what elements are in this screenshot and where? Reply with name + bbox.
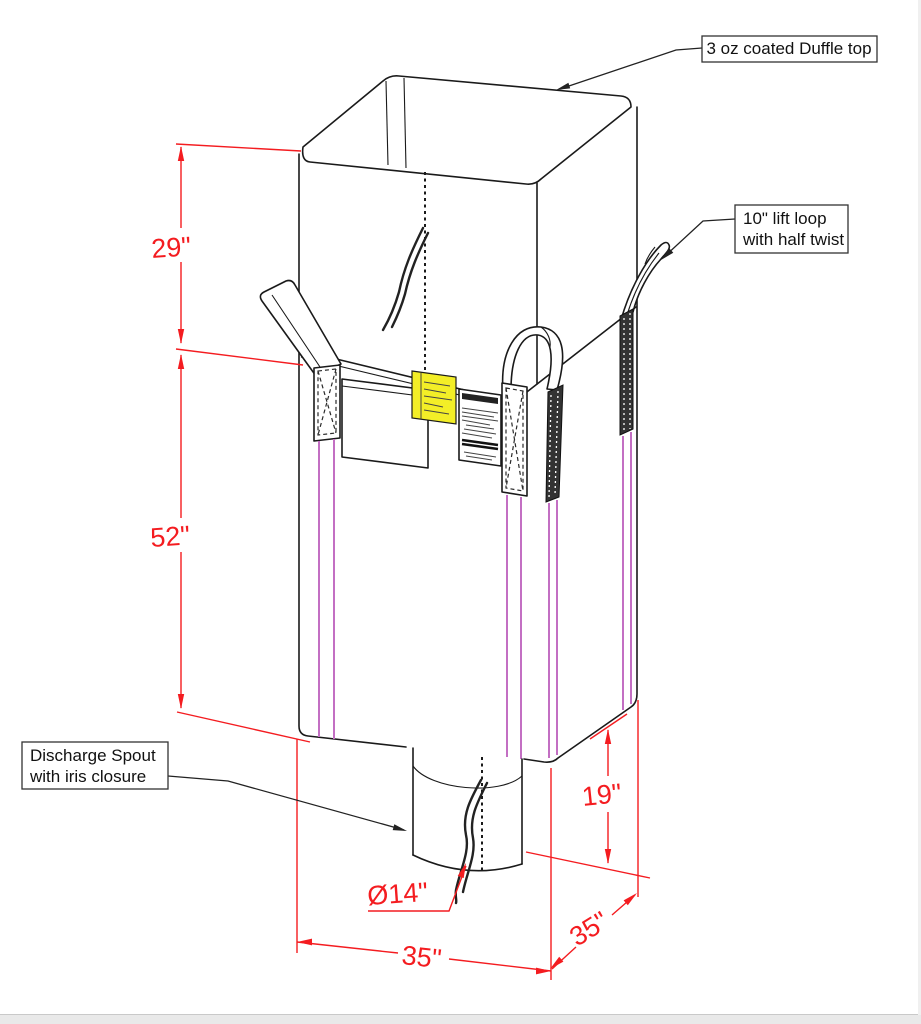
dimension-35-side: 35" xyxy=(550,700,639,970)
spout-tie-string-1 xyxy=(454,778,483,905)
strap-front-rightface xyxy=(545,384,564,503)
strap-front-rightface-stitch xyxy=(548,390,559,500)
window-bottom-hairline xyxy=(0,1014,921,1015)
document-pouch xyxy=(341,378,429,469)
dim29-value: 29" xyxy=(150,231,192,264)
callout-discharge-text-2: with iris closure xyxy=(29,767,146,786)
duffle-tie-string-2 xyxy=(390,231,430,329)
lift-loop-left xyxy=(259,279,342,377)
dimension-52: 52" xyxy=(149,354,311,743)
callout-discharge-arrow xyxy=(392,824,407,831)
callout-lift-loop: 10" lift loop with half twist xyxy=(661,204,849,260)
callout-discharge-text-1: Discharge Spout xyxy=(30,746,156,765)
dim35f-arrow-right xyxy=(536,967,551,975)
dim29-arrow-down xyxy=(177,329,185,344)
dim19-arrow-down xyxy=(604,849,612,864)
safety-instruction-label xyxy=(458,388,502,467)
discharge-spout xyxy=(412,747,523,905)
strap-panel-front-stitching xyxy=(505,387,524,492)
dim52-arrow-up xyxy=(177,354,185,369)
spout-tie-string-2 xyxy=(461,781,489,894)
dim29-ext-bottom xyxy=(175,348,304,366)
lift-loop-front-twist xyxy=(540,326,551,348)
pouch-body xyxy=(341,378,429,469)
dim14-leader xyxy=(368,865,467,912)
callout-duffle-text: 3 oz coated Duffle top xyxy=(706,39,871,58)
dim35s-value: 35" xyxy=(564,906,614,952)
window-right-edge xyxy=(918,0,921,1015)
dim52-arrow-down xyxy=(177,694,185,709)
dim35s-arrow-top xyxy=(623,893,637,906)
dim35f-value: 35" xyxy=(400,940,443,974)
dim52-ext-bottom xyxy=(176,711,311,743)
callout-discharge-leader xyxy=(167,775,405,831)
callout-duffle-leader xyxy=(559,47,703,90)
dim29-arrow-up xyxy=(177,146,185,161)
spout-top-fold xyxy=(412,765,523,789)
warning-label-textlines xyxy=(423,381,453,415)
duffle-rim-seam-2 xyxy=(403,77,407,169)
instruction-label-footlines xyxy=(463,451,497,461)
duffle-tie-string-1 xyxy=(381,226,425,332)
strap-panel-left-stitching xyxy=(317,368,337,436)
lift-loops-and-straps xyxy=(259,241,671,759)
window-bottom-edge xyxy=(0,1015,921,1024)
strap-right xyxy=(619,308,634,436)
webbing-right xyxy=(622,432,632,710)
lift-loop-front xyxy=(501,326,564,392)
callout-discharge-box xyxy=(21,741,169,790)
strap-right-stitch xyxy=(623,313,631,432)
dim14-value: Ø14" xyxy=(366,877,429,911)
callout-liftloop-arrow xyxy=(661,248,674,260)
dim19-ext-top xyxy=(589,713,628,740)
callout-duffle-top: 3 oz coated Duffle top xyxy=(556,35,878,90)
callout-duffle-box xyxy=(701,35,878,63)
dim35f-line xyxy=(296,941,552,972)
lift-loop-right xyxy=(620,241,671,321)
bag-left-edge xyxy=(298,153,407,748)
callout-discharge-spout: Discharge Spout with iris closure xyxy=(21,741,407,831)
dim52-value: 52" xyxy=(149,520,191,553)
duffle-rim-seam-1 xyxy=(385,80,389,166)
dimension-35-front: 35" xyxy=(296,739,552,980)
dimension-29: 29" xyxy=(150,143,304,366)
warning-label xyxy=(411,370,457,425)
bag-right-edge xyxy=(523,106,638,763)
webbing-front xyxy=(506,495,522,759)
callout-liftloop-text-2: with half twist xyxy=(742,230,844,249)
callout-liftloop-box xyxy=(734,204,849,254)
spout-bottom-edge xyxy=(412,854,523,872)
duffle-rim xyxy=(301,75,632,185)
lift-loop-left-fold xyxy=(271,294,325,374)
callout-duffle-arrow xyxy=(556,82,571,90)
instruction-label-textlines xyxy=(461,407,499,439)
dim19-arrow-up xyxy=(604,729,612,744)
dim19-ext-bottom xyxy=(525,851,651,879)
dim14-arrow xyxy=(457,863,466,879)
webbing-front-rightface xyxy=(548,500,558,758)
shoulder-right-edge xyxy=(513,306,637,403)
dimension-19: 19" xyxy=(525,713,651,879)
dim35f-arrow-left xyxy=(297,938,312,946)
dim19-value: 19" xyxy=(580,778,623,812)
lift-loop-right-twist xyxy=(626,246,660,316)
instruction-label-header xyxy=(462,393,498,404)
callout-liftloop-text-1: 10" lift loop xyxy=(743,209,827,228)
dimension-diameter-14: Ø14" xyxy=(366,863,467,912)
instruction-label-bars xyxy=(461,438,499,451)
dim29-ext-top xyxy=(175,143,302,152)
webbing-left xyxy=(318,439,335,739)
callout-liftloop-leader xyxy=(663,218,736,258)
dim35s-arrow-bottom xyxy=(550,956,564,969)
duffle-top xyxy=(301,75,632,385)
